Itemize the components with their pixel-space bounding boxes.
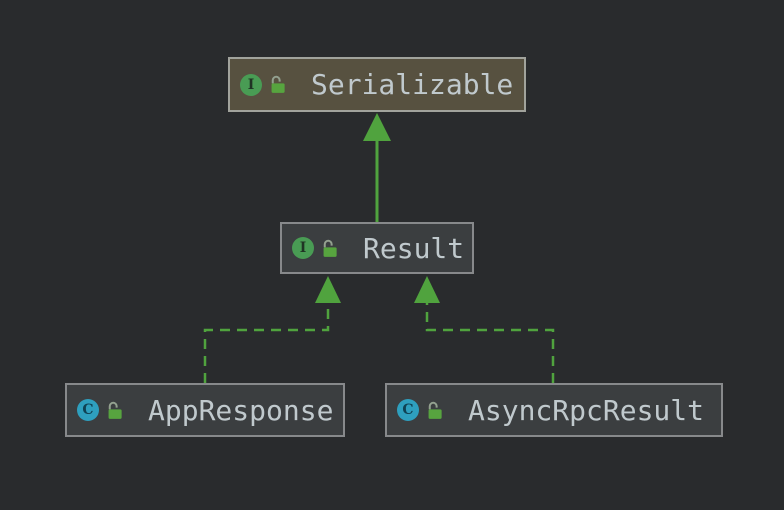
- edge-asyncrpcresult-implements-result[interactable]: [414, 276, 555, 383]
- unlocked-padlock-icon: [425, 401, 444, 420]
- diagram-node-asyncrpcresult[interactable]: C AsyncRpcResult: [385, 383, 723, 437]
- class-icon-letter: C: [402, 402, 414, 418]
- implements-arrowhead-icon: [315, 276, 341, 303]
- interface-icon-letter: I: [247, 76, 255, 93]
- implements-edge-line: [203, 303, 330, 383]
- implements-edge-line: [425, 303, 555, 383]
- node-label: AppResponse: [148, 393, 334, 427]
- class-icon: C: [77, 399, 99, 421]
- edge-result-extends-serializable[interactable]: [363, 113, 391, 223]
- diagram-node-serializable[interactable]: I Serializable: [228, 57, 526, 112]
- diagram-node-appresponse[interactable]: C AppResponse: [65, 383, 345, 437]
- node-label: Result: [363, 231, 465, 265]
- unlocked-padlock-icon: [320, 239, 339, 258]
- node-label: Serializable: [311, 68, 514, 101]
- interface-icon: I: [240, 73, 262, 96]
- unlocked-padlock-icon: [105, 401, 124, 420]
- implements-arrowhead-icon: [414, 276, 440, 303]
- unlocked-padlock-icon: [268, 75, 287, 94]
- edge-appresponse-implements-result[interactable]: [203, 276, 341, 383]
- class-icon-letter: C: [82, 402, 94, 418]
- extends-arrowhead-icon: [363, 113, 391, 141]
- node-label: AsyncRpcResult: [468, 393, 705, 427]
- class-icon: C: [397, 399, 419, 421]
- interface-icon: I: [292, 237, 314, 259]
- diagram-node-result[interactable]: I Result: [280, 222, 474, 274]
- interface-icon-letter: I: [299, 240, 307, 256]
